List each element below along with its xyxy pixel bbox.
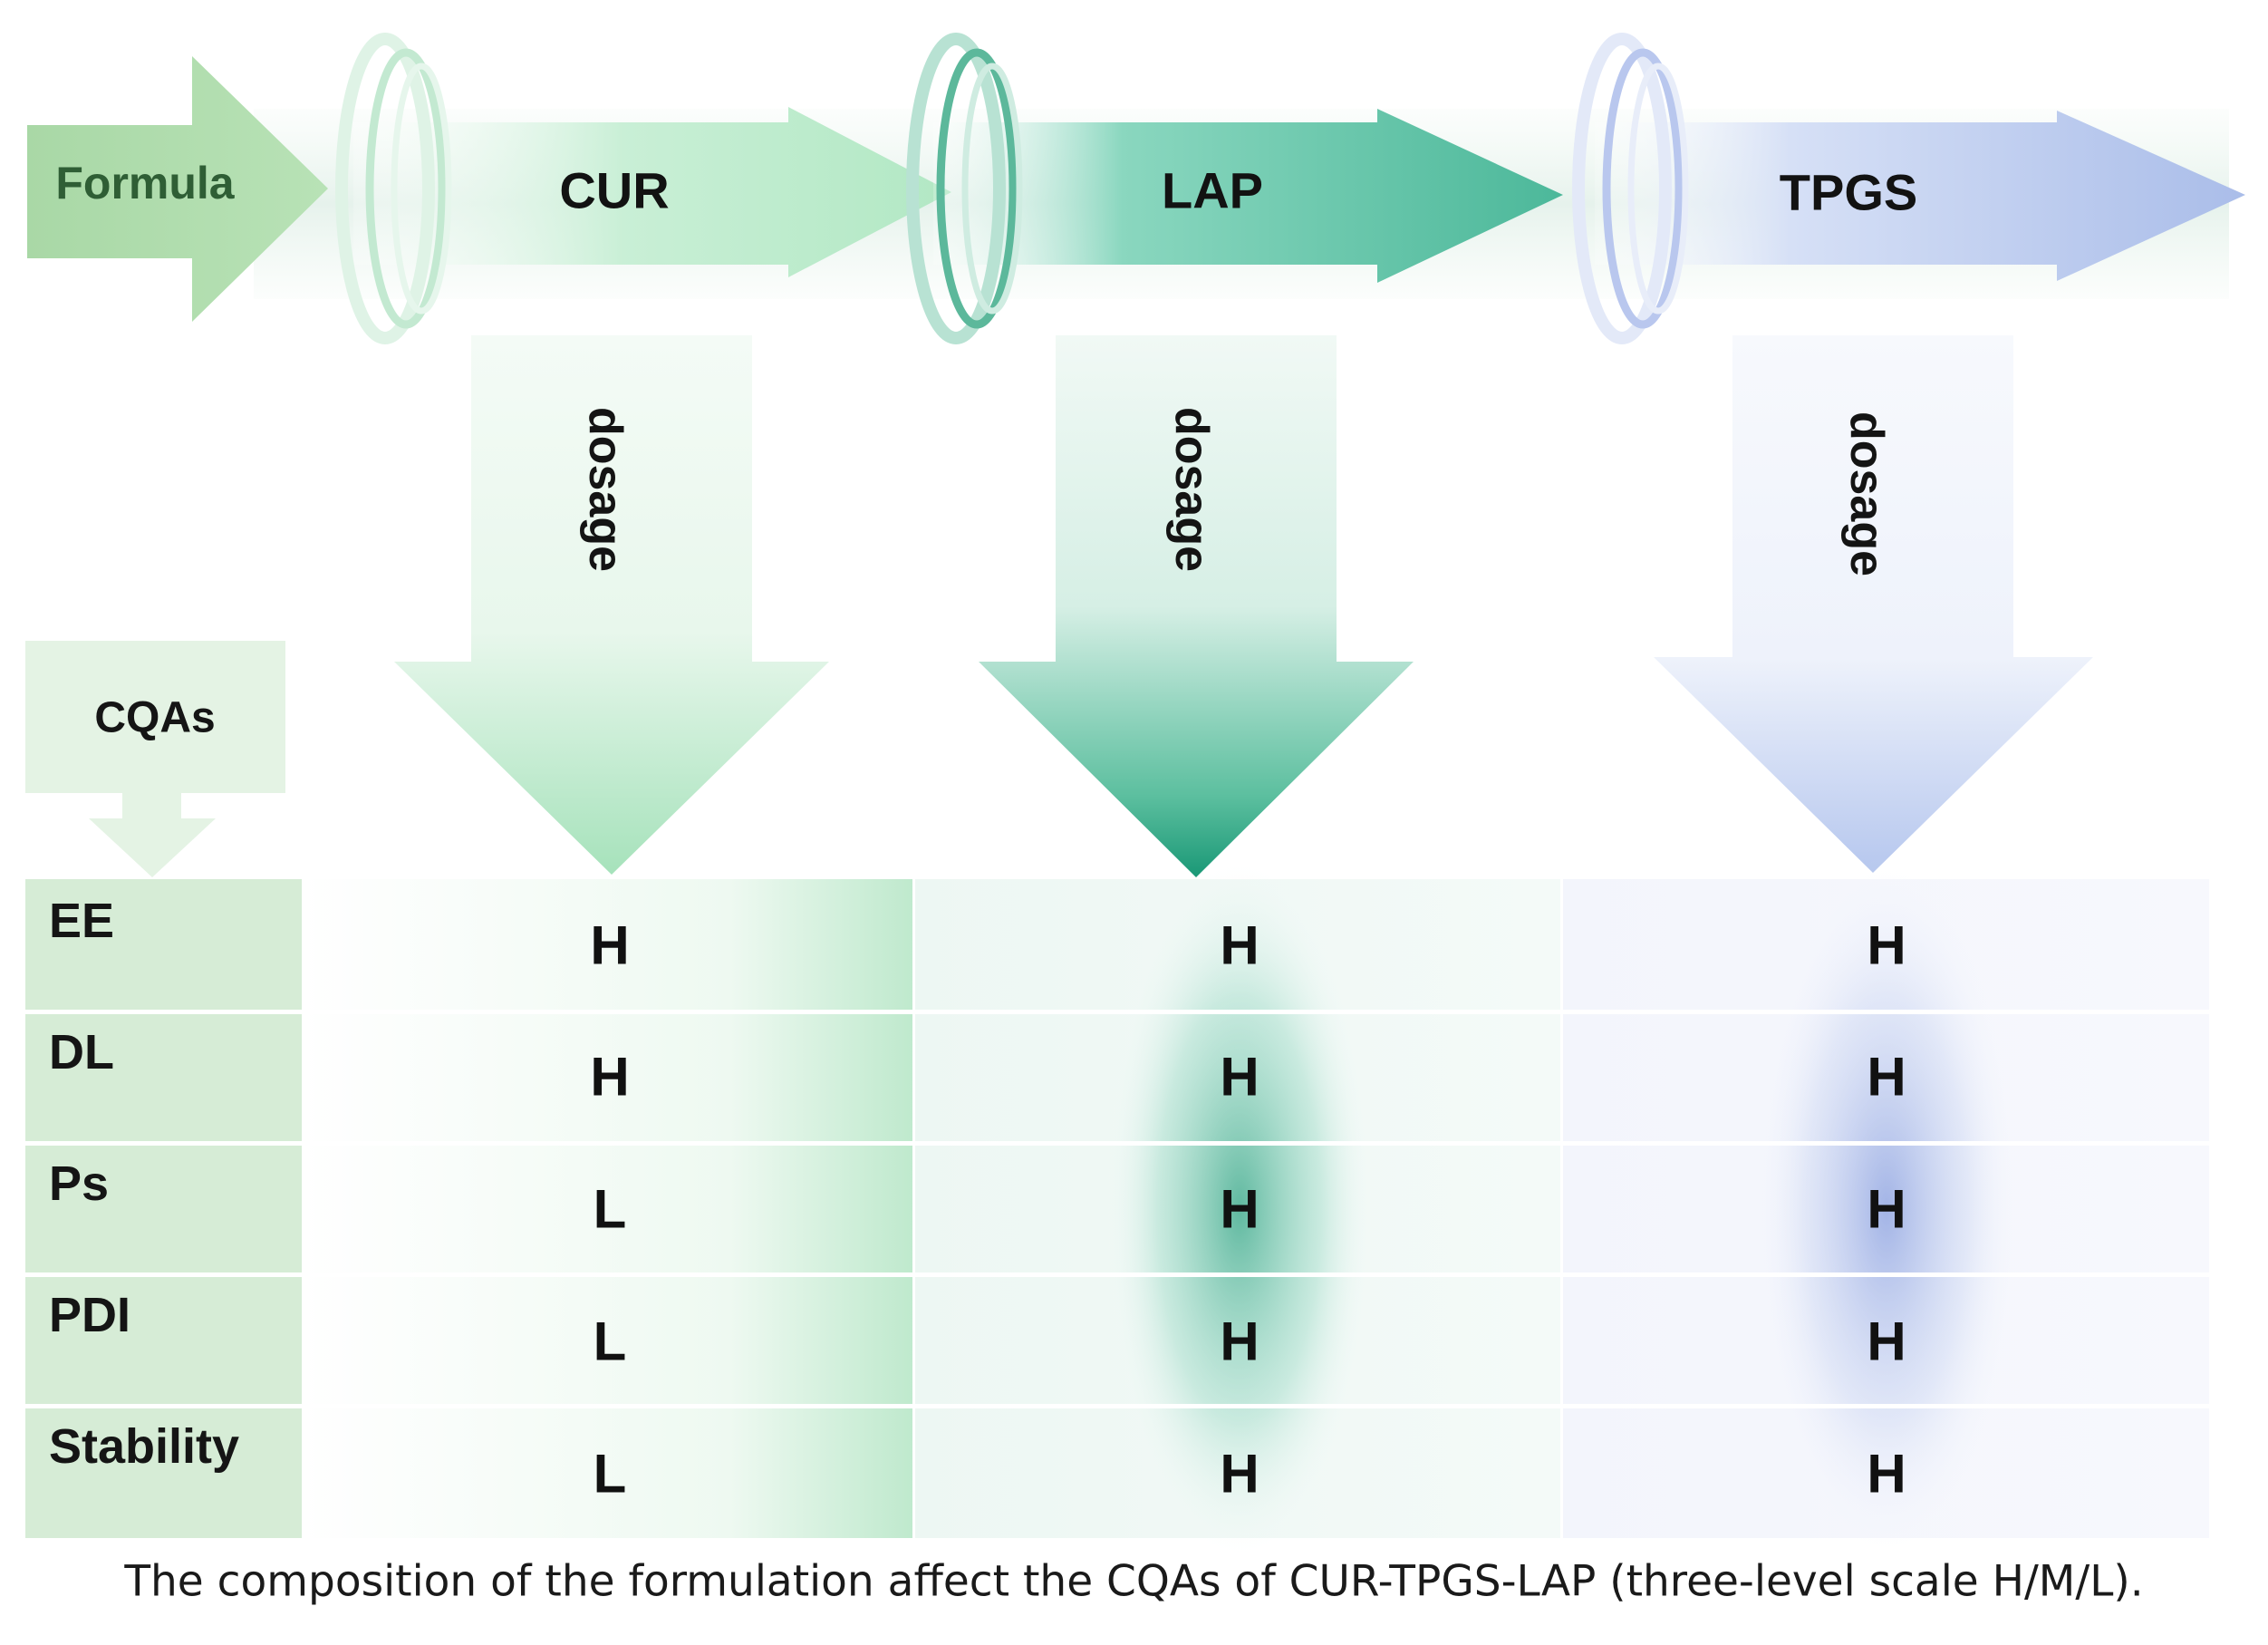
formula-arrow (27, 56, 328, 322)
tpgs-ring (1572, 33, 1689, 344)
cell-dl-cur: H (590, 1046, 630, 1108)
component-label-cur: CUR (559, 161, 670, 219)
cqas-box (25, 641, 285, 793)
cur-dosage-arrow (394, 335, 829, 875)
component-label-lap: LAP (1162, 161, 1263, 219)
row-label-dl: DL (49, 1025, 114, 1079)
dosage-label-tpgs: dosage (1840, 411, 1893, 577)
cell-dl-lap: H (1220, 1046, 1259, 1108)
cell-pdi-lap: H (1220, 1311, 1259, 1372)
cell-pdi-cur: L (593, 1311, 627, 1372)
figure-caption: The composition of the formulation affec… (124, 1556, 2144, 1607)
row-label-pdi: PDI (49, 1288, 131, 1342)
table-background (25, 856, 2209, 1563)
row-label-stability: Stability (49, 1419, 240, 1474)
cell-stability-lap: H (1220, 1443, 1259, 1505)
cell-stability-cur: L (593, 1443, 627, 1505)
cell-dl-tpgs: H (1867, 1046, 1906, 1108)
cell-ee-cur: H (590, 914, 630, 976)
lap-dosage-arrow (979, 335, 1414, 877)
cell-ee-tpgs: H (1867, 914, 1906, 976)
lap-ring (906, 33, 1023, 344)
dosage-label-cur: dosage (579, 406, 632, 573)
cell-ps-cur: L (593, 1178, 627, 1240)
formula-label: Formula (55, 158, 235, 208)
tpgs-arrow (1595, 111, 2245, 281)
cell-ps-tpgs: H (1867, 1178, 1906, 1240)
cell-ee-lap: H (1220, 914, 1259, 976)
cur-arrow (353, 107, 951, 277)
cell-ps-lap: H (1220, 1178, 1259, 1240)
cur-ring (335, 33, 452, 344)
dosage-label-lap: dosage (1165, 406, 1218, 573)
row-label-ee: EE (49, 894, 115, 948)
lap-arrow (933, 109, 1563, 283)
cell-stability-tpgs: H (1867, 1443, 1906, 1505)
row-label-ps: Ps (49, 1156, 110, 1211)
cqas-arrow (89, 793, 216, 877)
cell-pdi-tpgs: H (1867, 1311, 1906, 1372)
component-label-tpgs: TPGS (1779, 163, 1918, 221)
tpgs-dosage-arrow (1654, 335, 2093, 873)
cqas-label: CQAs (94, 693, 216, 742)
